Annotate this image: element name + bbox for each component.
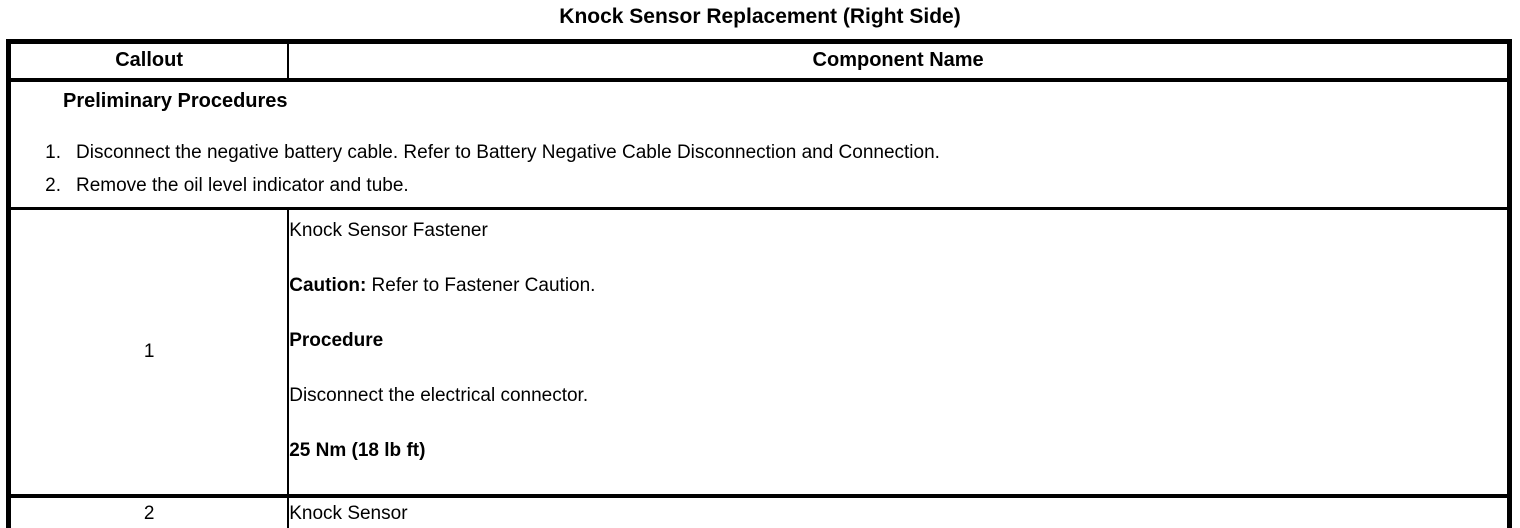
component-line: 25 Nm (18 lb ft)	[289, 439, 1507, 462]
preliminary-procedures-cell: Preliminary Procedures 1. Disconnect the…	[8, 79, 1510, 210]
component-line-bold: Procedure	[289, 329, 384, 351]
column-header-component-name: Component Name	[288, 41, 1510, 82]
component-line: Knock Sensor Fastener	[289, 219, 1507, 242]
callout-component-table: Callout Component Name Preliminary Proce…	[6, 39, 1512, 528]
table-row: 1 Knock Sensor Fastener Caution: Refer t…	[8, 208, 1510, 498]
step-text: Remove the oil level indicator and tube.	[76, 174, 409, 196]
preliminary-procedures-row: Preliminary Procedures 1. Disconnect the…	[8, 79, 1510, 210]
callout-number: 1	[8, 208, 290, 498]
table-header-row: Callout Component Name	[8, 41, 1510, 82]
step-number: 2.	[45, 174, 61, 196]
list-item: 1. Disconnect the negative battery cable…	[11, 141, 1507, 165]
preliminary-procedures-heading: Preliminary Procedures	[63, 89, 288, 112]
component-line: Caution: Refer to Fastener Caution.	[289, 274, 1507, 297]
component-line-bold: 25 Nm (18 lb ft)	[289, 439, 426, 461]
component-line-bold: Caution:	[289, 274, 367, 296]
component-description-cell: Knock Sensor Fastener Caution: Refer to …	[288, 208, 1510, 498]
component-description-cell: Knock Sensor	[288, 496, 1509, 528]
component-line-text: Knock Sensor Fastener	[289, 219, 488, 241]
list-item: 2. Remove the oil level indicator and tu…	[11, 174, 1507, 198]
component-line-text: Refer to Fastener Caution.	[366, 274, 596, 296]
step-text: Disconnect the negative battery cable. R…	[76, 141, 940, 163]
table-row: 2 Knock Sensor	[8, 495, 1510, 528]
callout-number: 2	[8, 495, 290, 528]
column-header-callout: Callout	[8, 41, 290, 82]
component-line: Disconnect the electrical connector.	[289, 384, 1507, 407]
step-number: 1.	[45, 141, 61, 163]
component-line-text: Knock Sensor	[289, 502, 408, 524]
component-line-text: Disconnect the electrical connector.	[289, 384, 589, 406]
page-title: Knock Sensor Replacement (Right Side)	[559, 5, 961, 28]
component-line: Procedure	[289, 329, 1507, 352]
preliminary-steps-list: 1. Disconnect the negative battery cable…	[11, 113, 1507, 198]
